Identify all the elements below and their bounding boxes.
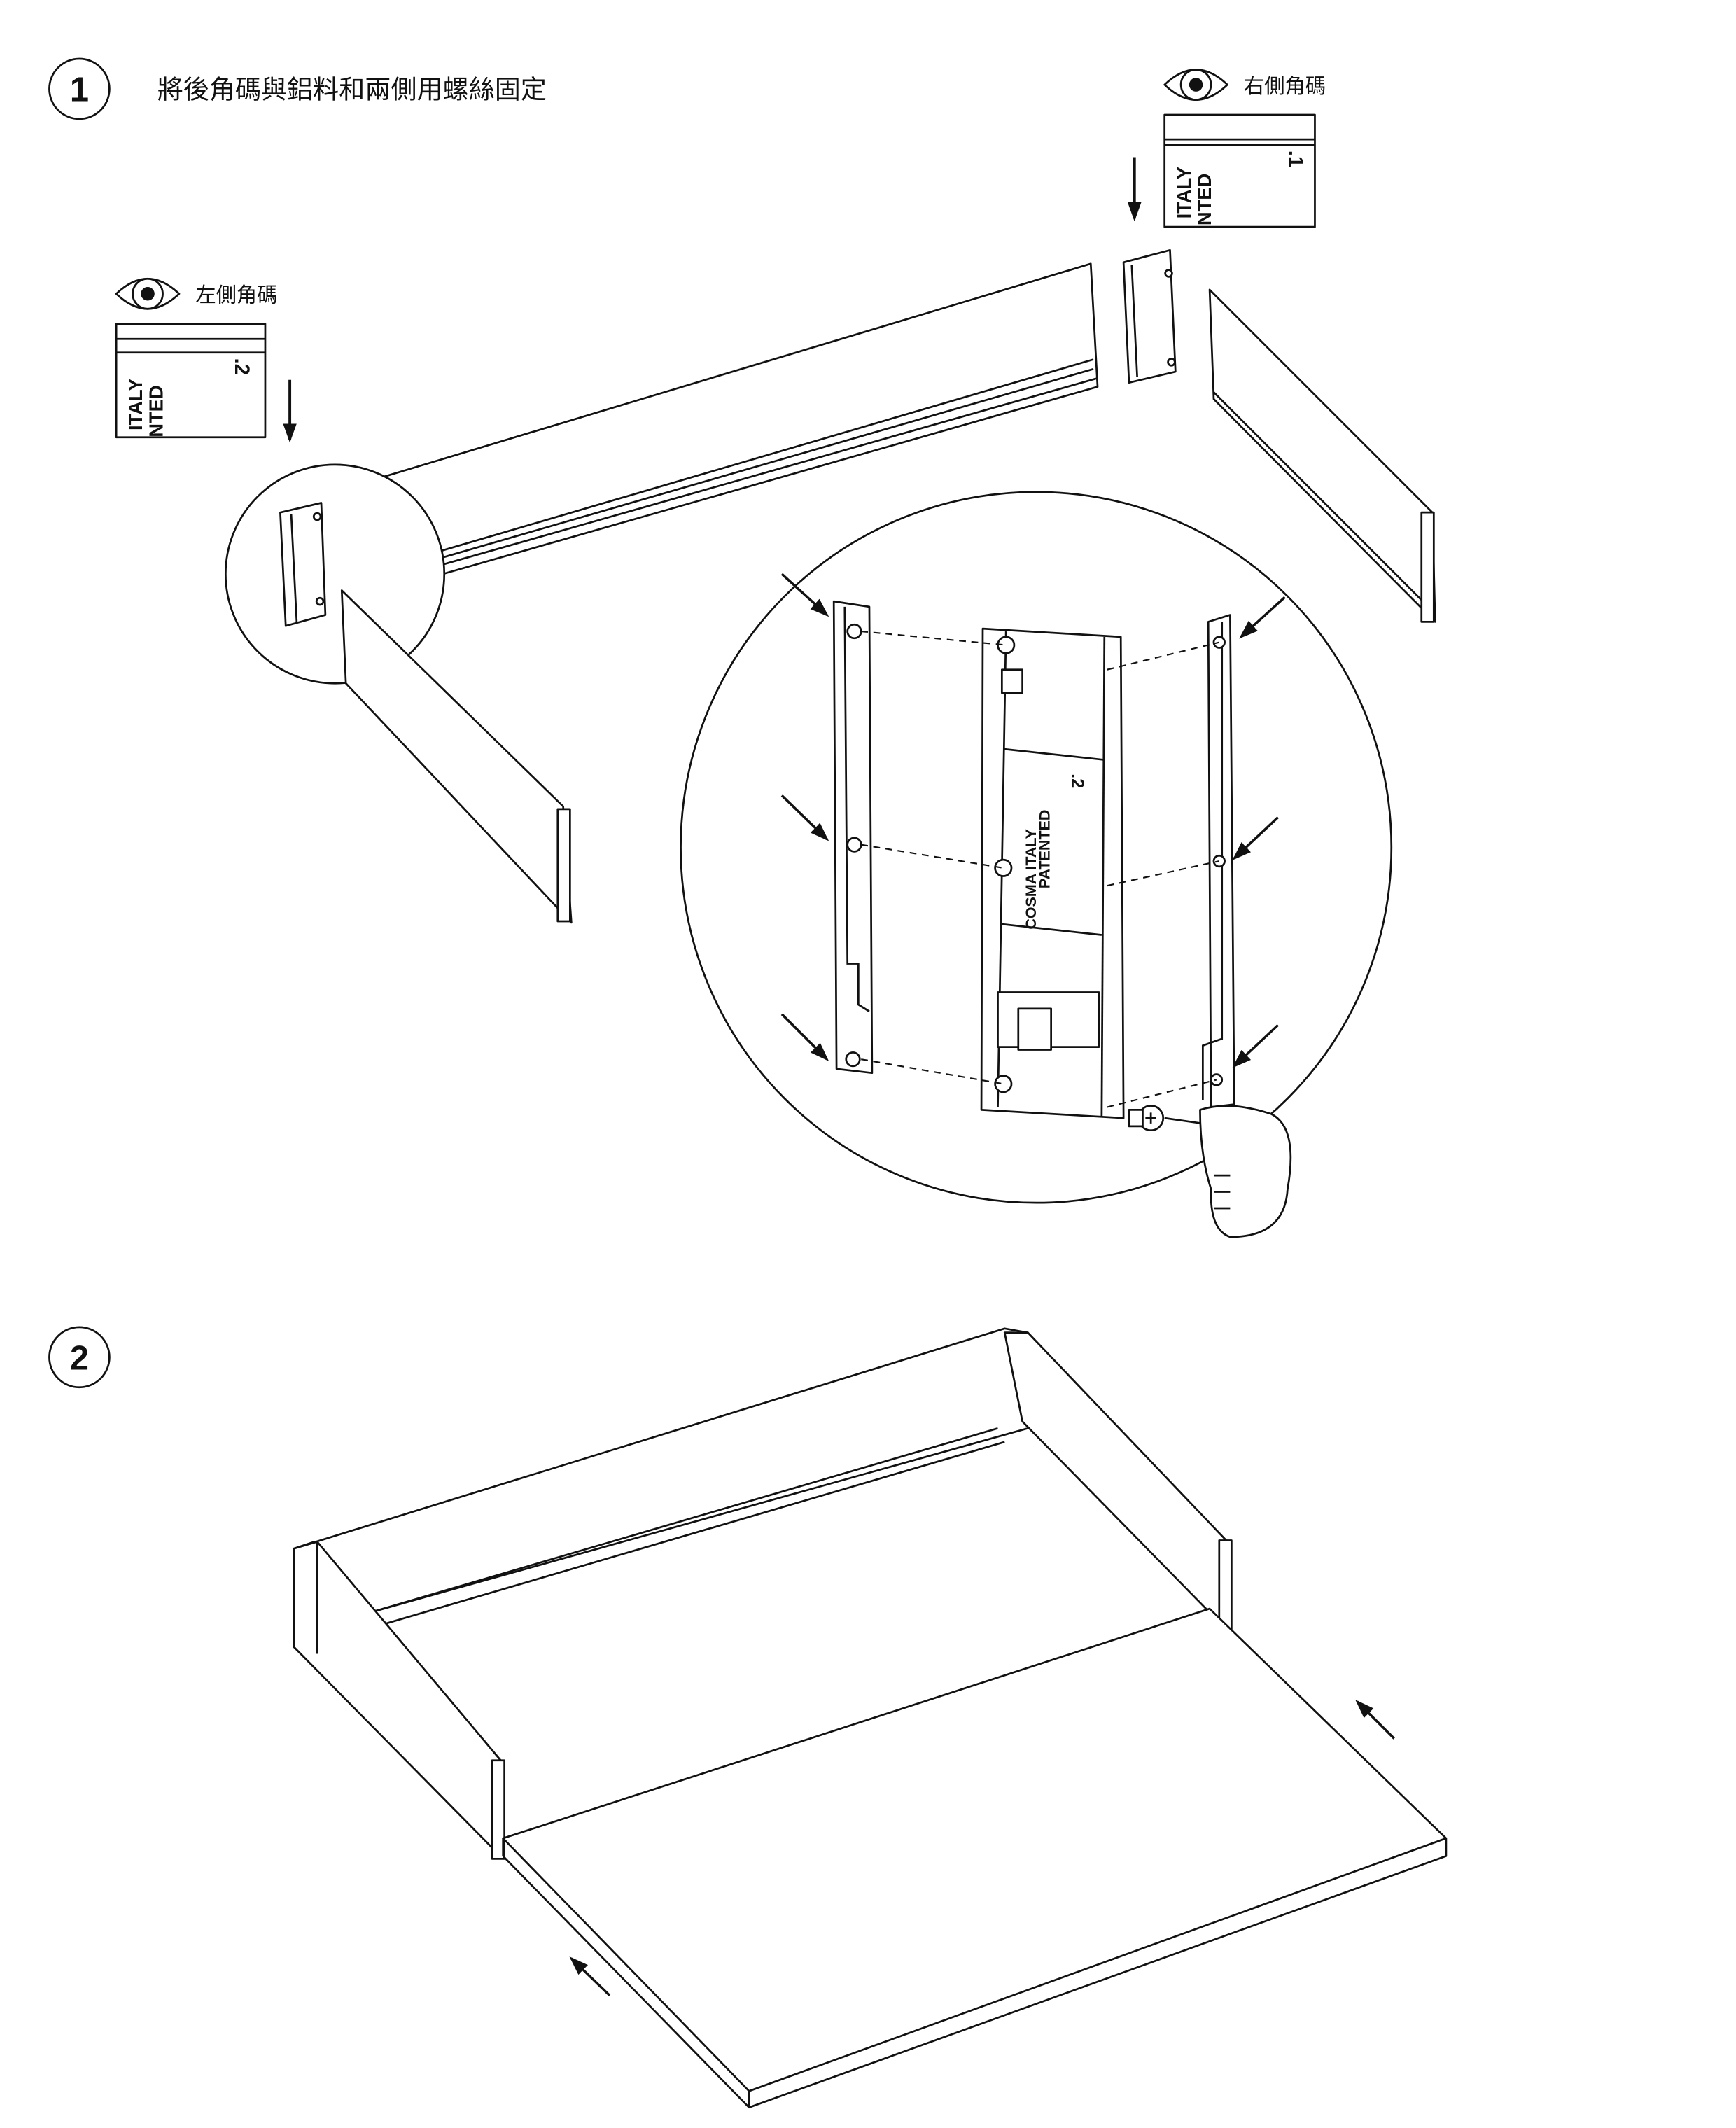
- right-corner-bracket: [1122, 248, 1177, 384]
- step-2-badge: 2: [48, 1326, 111, 1389]
- left-detail-circle: [224, 463, 446, 685]
- step-1-number: 1: [70, 71, 89, 108]
- step-1-instruction: 將後角碼與鋁料和兩側用螺絲固定: [158, 75, 547, 105]
- step-2-number: 2: [70, 1339, 89, 1377]
- left-side-panel: [340, 589, 573, 924]
- left-corner-tag: ITALY NTED .2: [115, 323, 267, 439]
- bracket-brand-line2: PATENTED: [1037, 810, 1054, 889]
- right-tag-text-2: NTED: [1194, 174, 1215, 225]
- arrow-icon: [1232, 816, 1279, 860]
- left-tag-text-2: NTED: [146, 385, 167, 437]
- eye-icon: [115, 277, 181, 310]
- bracket-brand-line1: COSMA ITALY: [1023, 829, 1040, 930]
- arrow-icon: [780, 794, 830, 841]
- drawer-assembly: [293, 1327, 1448, 2109]
- step-1-badge: 1: [48, 57, 111, 120]
- right-corner-label: 右側角碼: [1244, 74, 1326, 98]
- arrow-icon: [1355, 1700, 1395, 1740]
- arrow-icon: [1239, 596, 1286, 639]
- bracket-mark: .2: [1068, 774, 1087, 788]
- right-corner-tag: ITALY NTED .1: [1163, 113, 1316, 228]
- right-tag-mark: .1: [1284, 150, 1307, 167]
- right-tag-text-1: ITALY: [1173, 167, 1195, 218]
- right-side-panel: [1208, 288, 1436, 623]
- arrow-icon: [1232, 1024, 1279, 1068]
- eye-icon: [1163, 69, 1228, 101]
- left-tag-text-1: ITALY: [125, 379, 146, 430]
- left-tag-mark: .2: [230, 358, 253, 375]
- back-rail: [377, 262, 1099, 592]
- left-corner-label: 左側角碼: [195, 283, 277, 307]
- screwdriver-icon: [1128, 1105, 1292, 1238]
- arrow-icon: [780, 573, 830, 617]
- arrow-icon: [780, 1013, 830, 1061]
- bracket-detail-circle: COSMA ITALY PATENTED .2: [680, 491, 1393, 1238]
- arrow-icon: [569, 1956, 611, 1996]
